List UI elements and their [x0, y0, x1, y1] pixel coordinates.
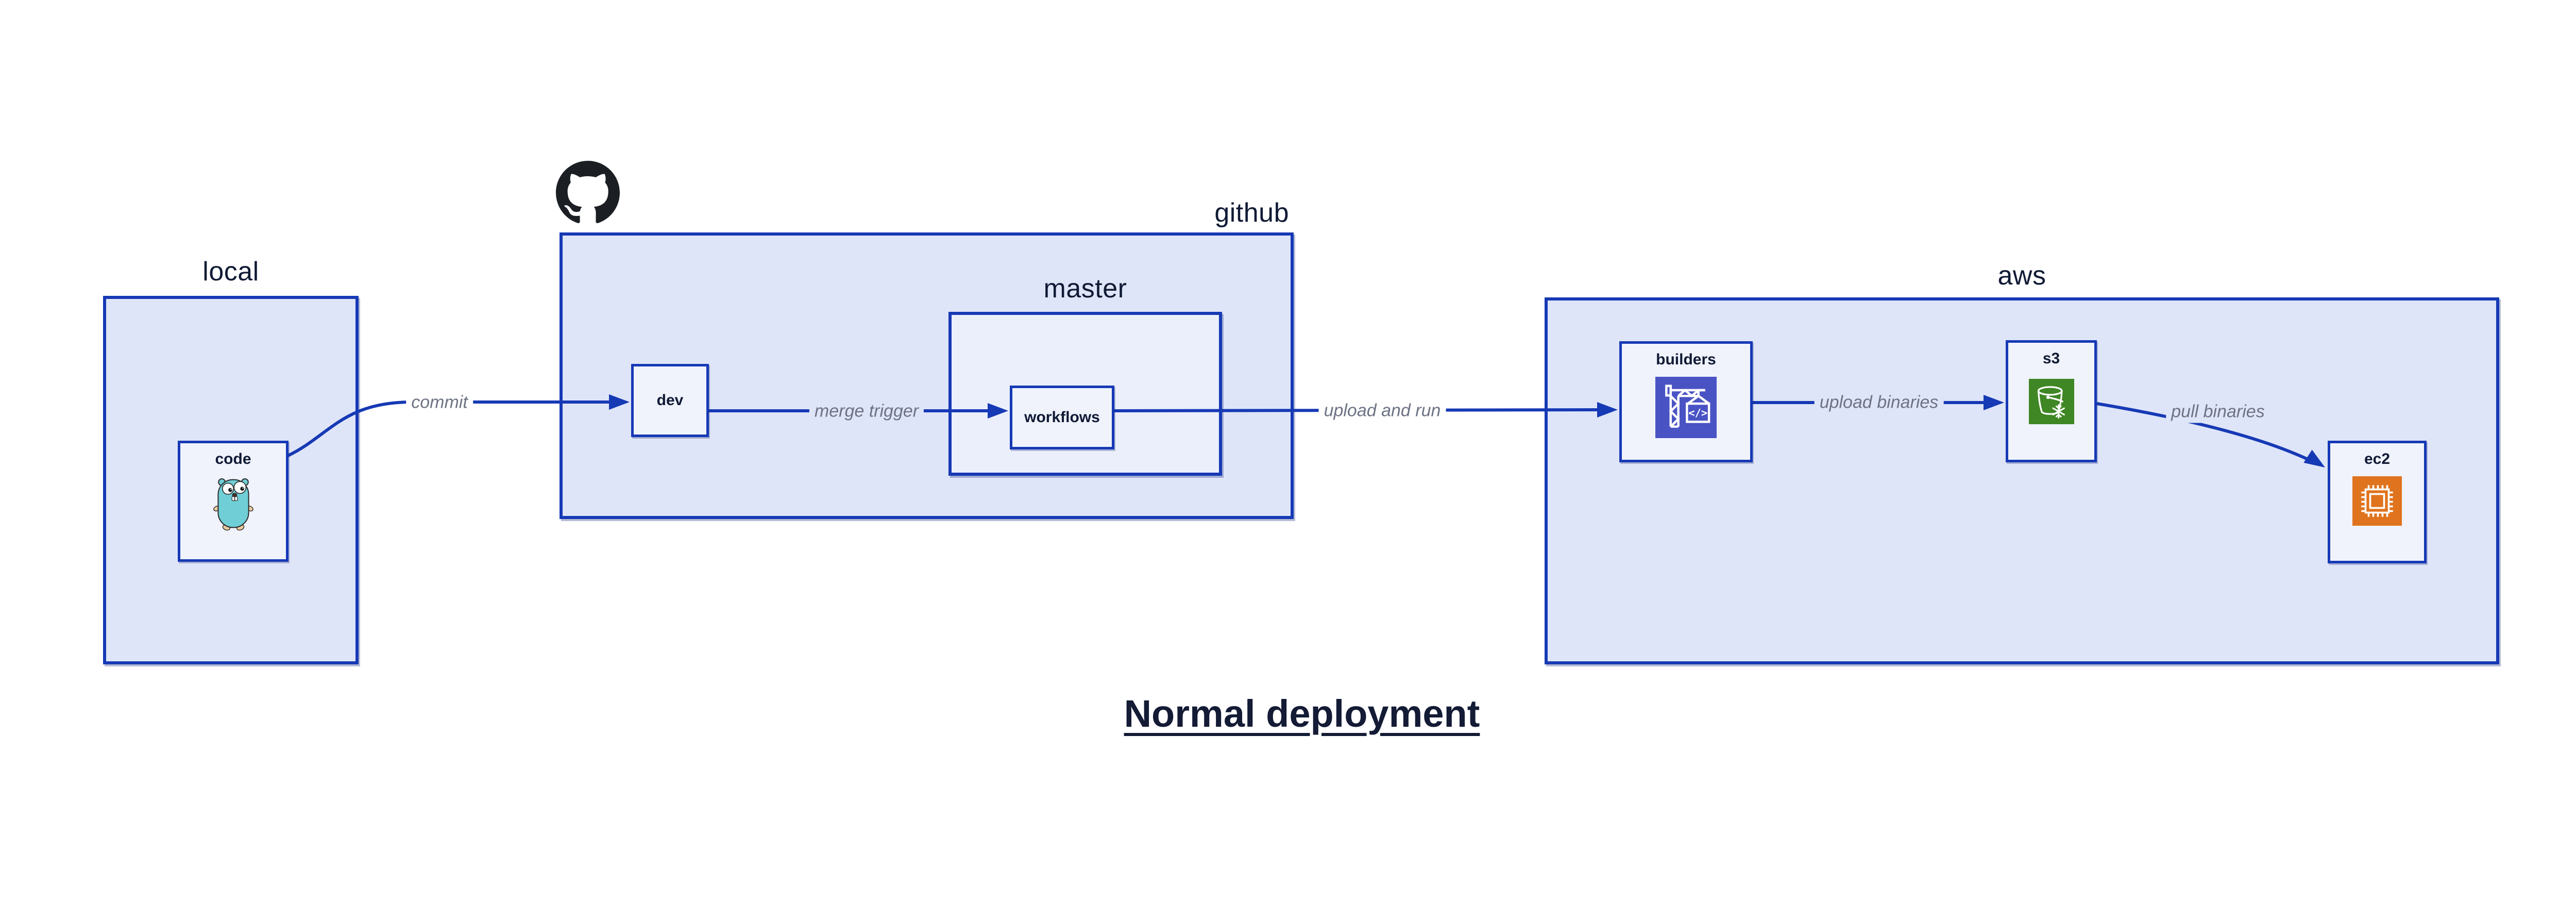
edge-pull-binaries-arrowhead	[2303, 449, 2325, 467]
edge-upload-binaries-label: upload binaries	[1814, 391, 1944, 414]
edge-upload-and-run-arrowhead	[1597, 402, 1618, 417]
aws-codebuild-crane-icon: </>	[1655, 377, 1717, 438]
node-workflows-label: workflows	[1024, 409, 1100, 426]
github-container-label: github	[1214, 198, 1289, 228]
edge-merge-trigger-arrowhead	[988, 403, 1008, 419]
edge-pull-binaries-label: pull binaries	[2166, 400, 2270, 423]
master-container-label: master	[1043, 274, 1127, 304]
local-container-label: local	[202, 257, 259, 287]
node-builders: builders </>	[1619, 341, 1753, 462]
node-ec2: ec2	[2328, 441, 2427, 563]
edge-upload-and-run-label: upload and run	[1318, 399, 1446, 422]
diagram-title: Normal deployment	[1124, 692, 1480, 735]
node-code: code	[178, 441, 289, 562]
edge-upload-binaries-arrowhead	[1984, 395, 2004, 410]
aws-s3-glacier-bucket-icon	[2028, 379, 2074, 424]
code-glyph: </>	[1688, 407, 1707, 419]
node-s3-label: s3	[2042, 350, 2060, 367]
node-workflows: workflows	[1010, 386, 1114, 449]
edge-commit-arrowhead	[609, 394, 630, 410]
node-dev: dev	[631, 364, 709, 437]
edge-commit-line	[287, 400, 610, 457]
node-code-label: code	[215, 450, 251, 467]
edge-commit-label: commit	[406, 391, 473, 414]
edge-pull-binaries-line	[2096, 402, 2317, 465]
github-octocat-icon	[556, 161, 620, 223]
node-ec2-label: ec2	[2364, 450, 2391, 467]
go-gopher-icon	[213, 478, 253, 531]
node-s3: s3	[2006, 340, 2097, 462]
edge-merge-trigger-label: merge trigger	[809, 400, 924, 423]
node-dev-label: dev	[656, 392, 684, 409]
node-builders-label: builders	[1656, 351, 1716, 368]
aws-container-label: aws	[1997, 261, 2046, 291]
aws-ec2-chip-icon	[2352, 476, 2402, 526]
